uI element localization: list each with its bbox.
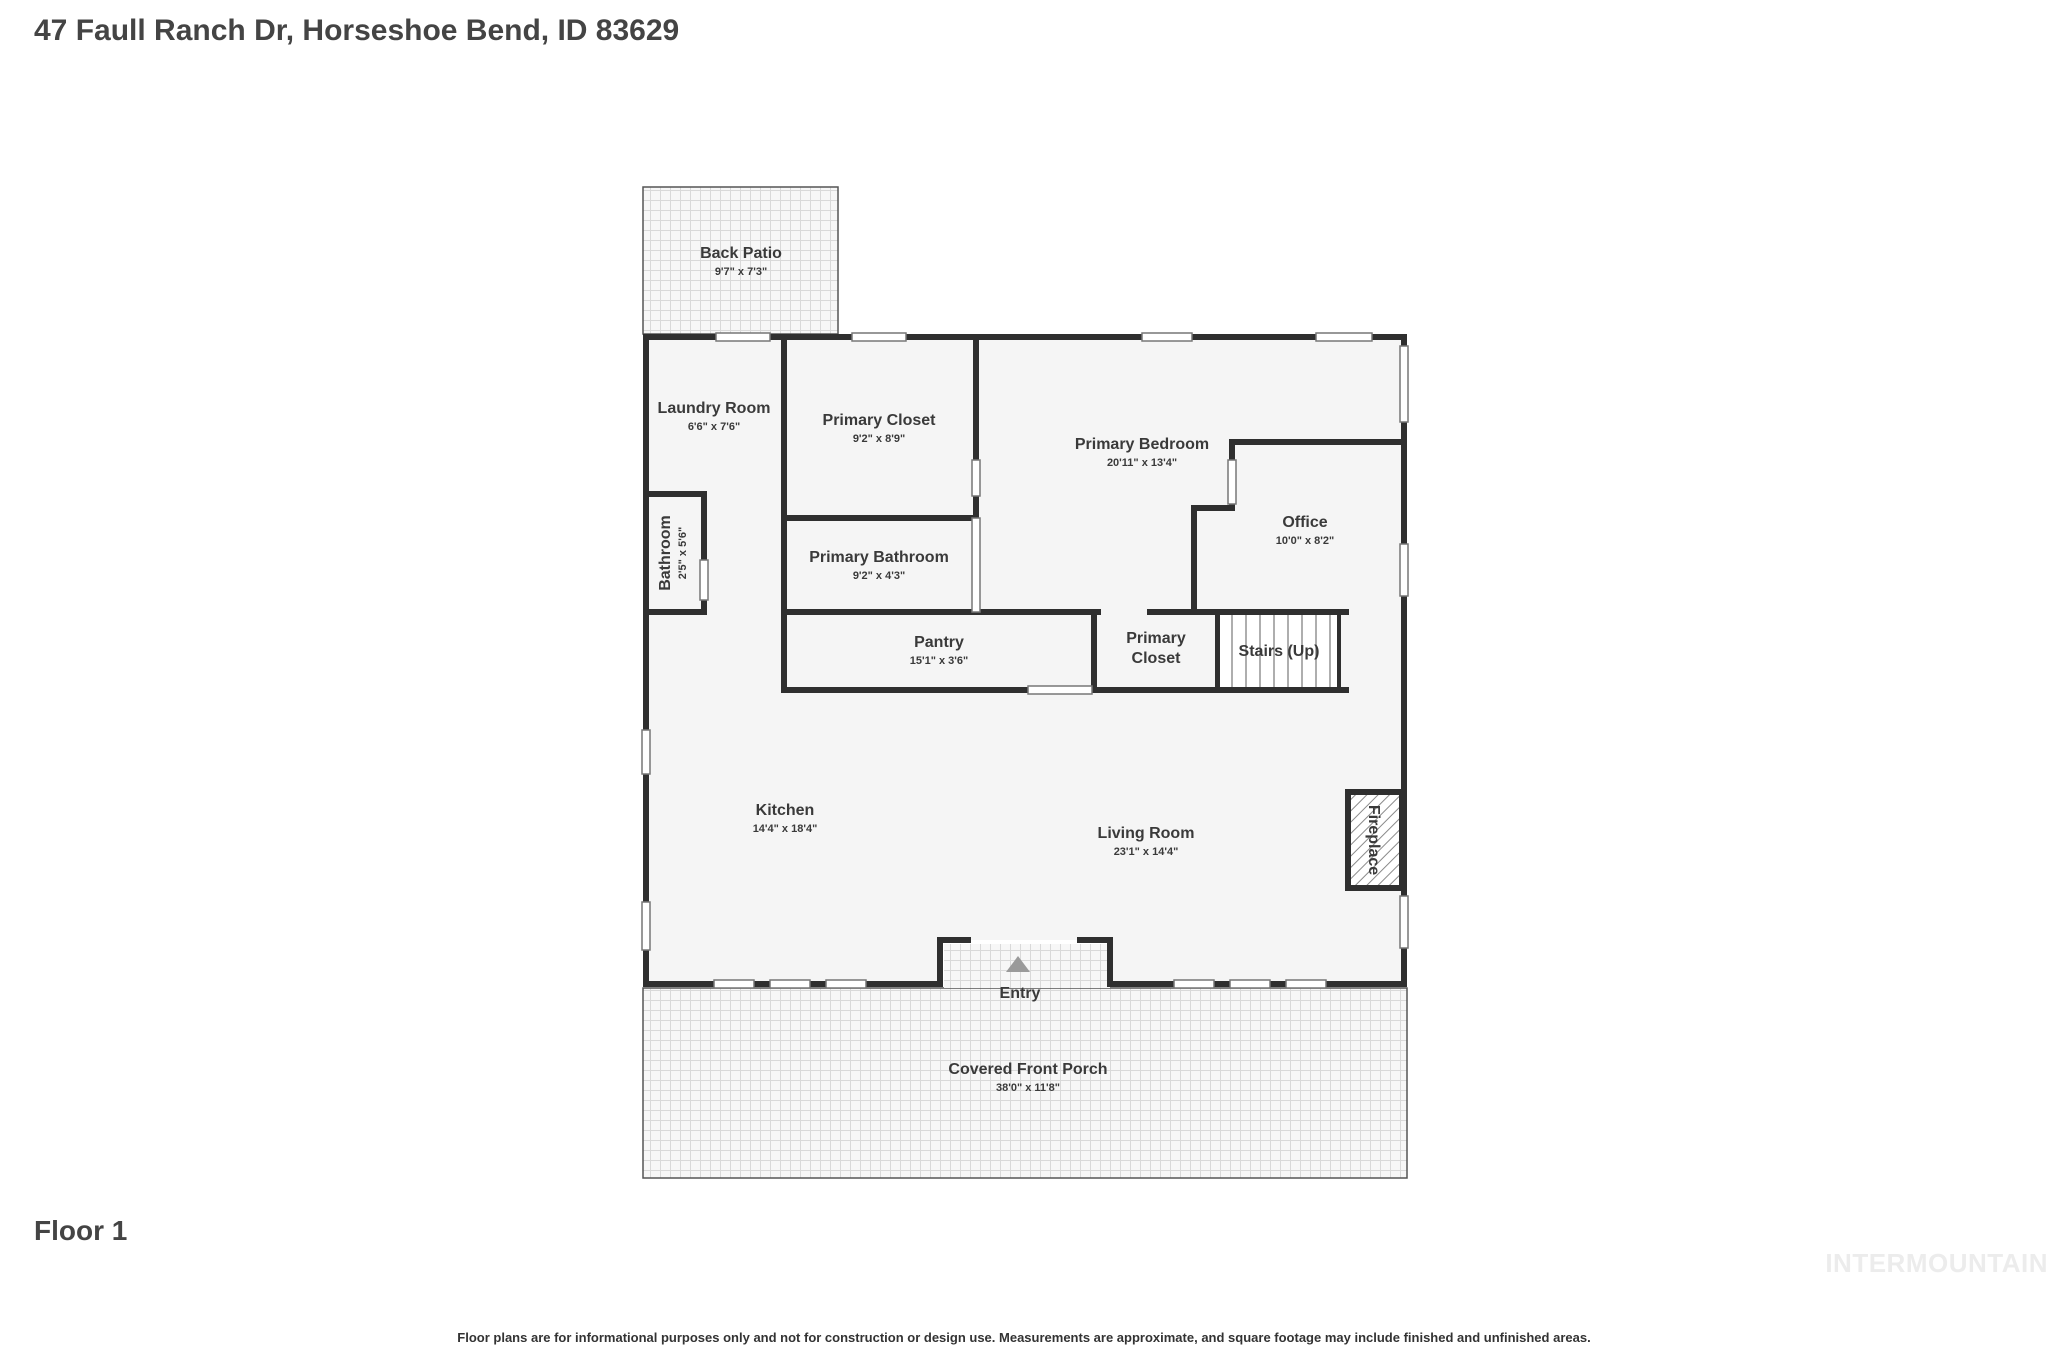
windows	[641, 332, 1409, 989]
primary-closet-2-name-line2: Closet	[1132, 650, 1182, 667]
living-room-dims: 23'1" x 14'4"	[1114, 846, 1179, 858]
back-patio-dims: 9'7" x 7'3"	[715, 266, 767, 278]
stairs-treads	[1220, 615, 1338, 687]
kitchen-name: Kitchen	[756, 802, 815, 819]
bathroom-dims: 2'5" x 5'6"	[677, 527, 689, 579]
property-address: 47 Faull Ranch Dr, Horseshoe Bend, ID 83…	[34, 14, 680, 47]
entry-arrow-icon	[1006, 956, 1030, 972]
office-name: Office	[1282, 514, 1327, 531]
entry-area	[944, 944, 1110, 988]
entry-name: Entry	[1000, 985, 1041, 1002]
primary-bathroom-dims: 9'2" x 4'3"	[853, 570, 905, 582]
kitchen-dims: 14'4" x 18'4"	[753, 823, 818, 835]
back-patio-name: Back Patio	[700, 245, 782, 262]
front-porch-dims: 38'0" x 11'8"	[996, 1082, 1060, 1094]
primary-bathroom-name: Primary Bathroom	[809, 549, 949, 566]
interior-floor	[646, 337, 1404, 984]
front-porch-name: Covered Front Porch	[948, 1061, 1107, 1078]
primary-closet-2-name-line1: Primary	[1126, 630, 1186, 647]
primary-bedroom-dims: 20'11" x 13'4"	[1107, 457, 1177, 469]
pantry-name: Pantry	[914, 634, 964, 651]
pantry-dims: 15'1" x 3'6"	[910, 655, 968, 667]
floor-label: Floor 1	[34, 1215, 128, 1246]
living-room-name: Living Room	[1098, 825, 1195, 842]
back-patio-area	[642, 186, 839, 335]
fireplace-name: Fireplace	[1365, 805, 1382, 875]
bathroom-name: Bathroom	[657, 515, 674, 591]
primary-closet-name: Primary Closet	[823, 412, 937, 429]
disclaimer-text: Floor plans are for informational purpos…	[457, 1330, 1591, 1345]
brokerage-watermark: INTERMOUNTAIN	[1825, 1248, 2048, 1278]
laundry-room-dims: 6'6" x 7'6"	[688, 421, 740, 433]
laundry-room-name: Laundry Room	[658, 400, 771, 417]
office-dims: 10'0" x 8'2"	[1276, 535, 1334, 547]
stairs-name: Stairs (Up)	[1239, 643, 1320, 660]
primary-bedroom-name: Primary Bedroom	[1075, 436, 1209, 453]
primary-closet-dims: 9'2" x 8'9"	[853, 433, 905, 445]
